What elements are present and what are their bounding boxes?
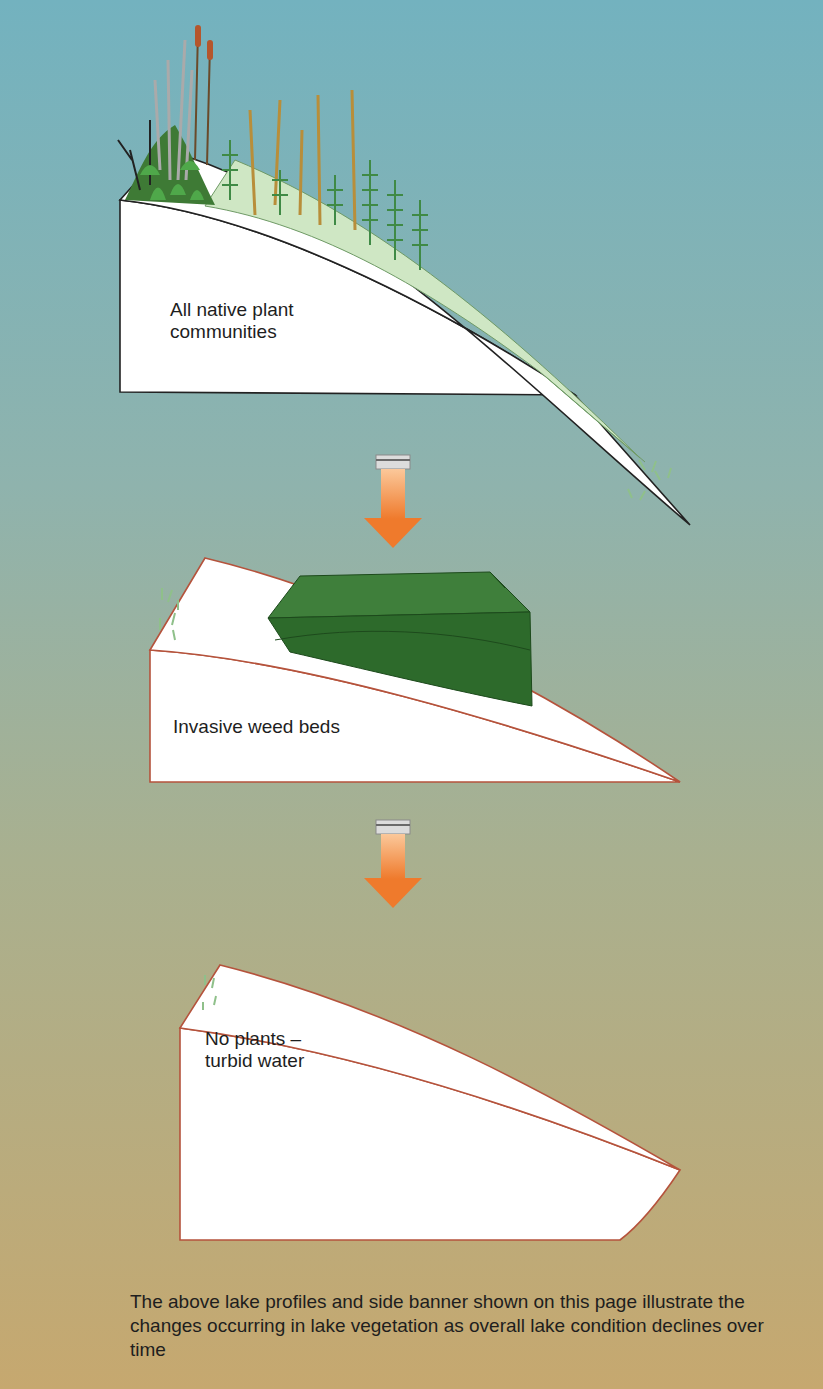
arrow-head <box>364 878 422 908</box>
lake-profile-drawing <box>115 25 695 455</box>
flow-arrow <box>364 820 422 908</box>
arrow-cap <box>376 455 410 469</box>
arrow-head <box>364 518 422 548</box>
profile-label: Invasive weed beds <box>173 716 393 738</box>
lake-profile-drawing <box>145 548 685 820</box>
lake-profile-drawing <box>175 908 685 1248</box>
weed-bed-profile: Invasive weed beds <box>145 548 685 820</box>
arrow-shaft <box>381 834 405 879</box>
profile-label: All native plant communities <box>170 299 345 343</box>
flow-arrow <box>364 455 422 548</box>
arrow-cap-stripe <box>376 824 410 826</box>
arrow-shaft <box>381 469 405 519</box>
native-plant-profile: All native plant communities <box>115 25 695 455</box>
figure-caption: The above lake profiles and side banner … <box>130 1290 790 1362</box>
arrow-cap <box>376 820 410 834</box>
profile-label: No plants – turbid water <box>205 1028 330 1072</box>
bare-lake-profile: No plants – turbid water <box>175 908 685 1248</box>
arrow-cap-stripe <box>376 459 410 461</box>
